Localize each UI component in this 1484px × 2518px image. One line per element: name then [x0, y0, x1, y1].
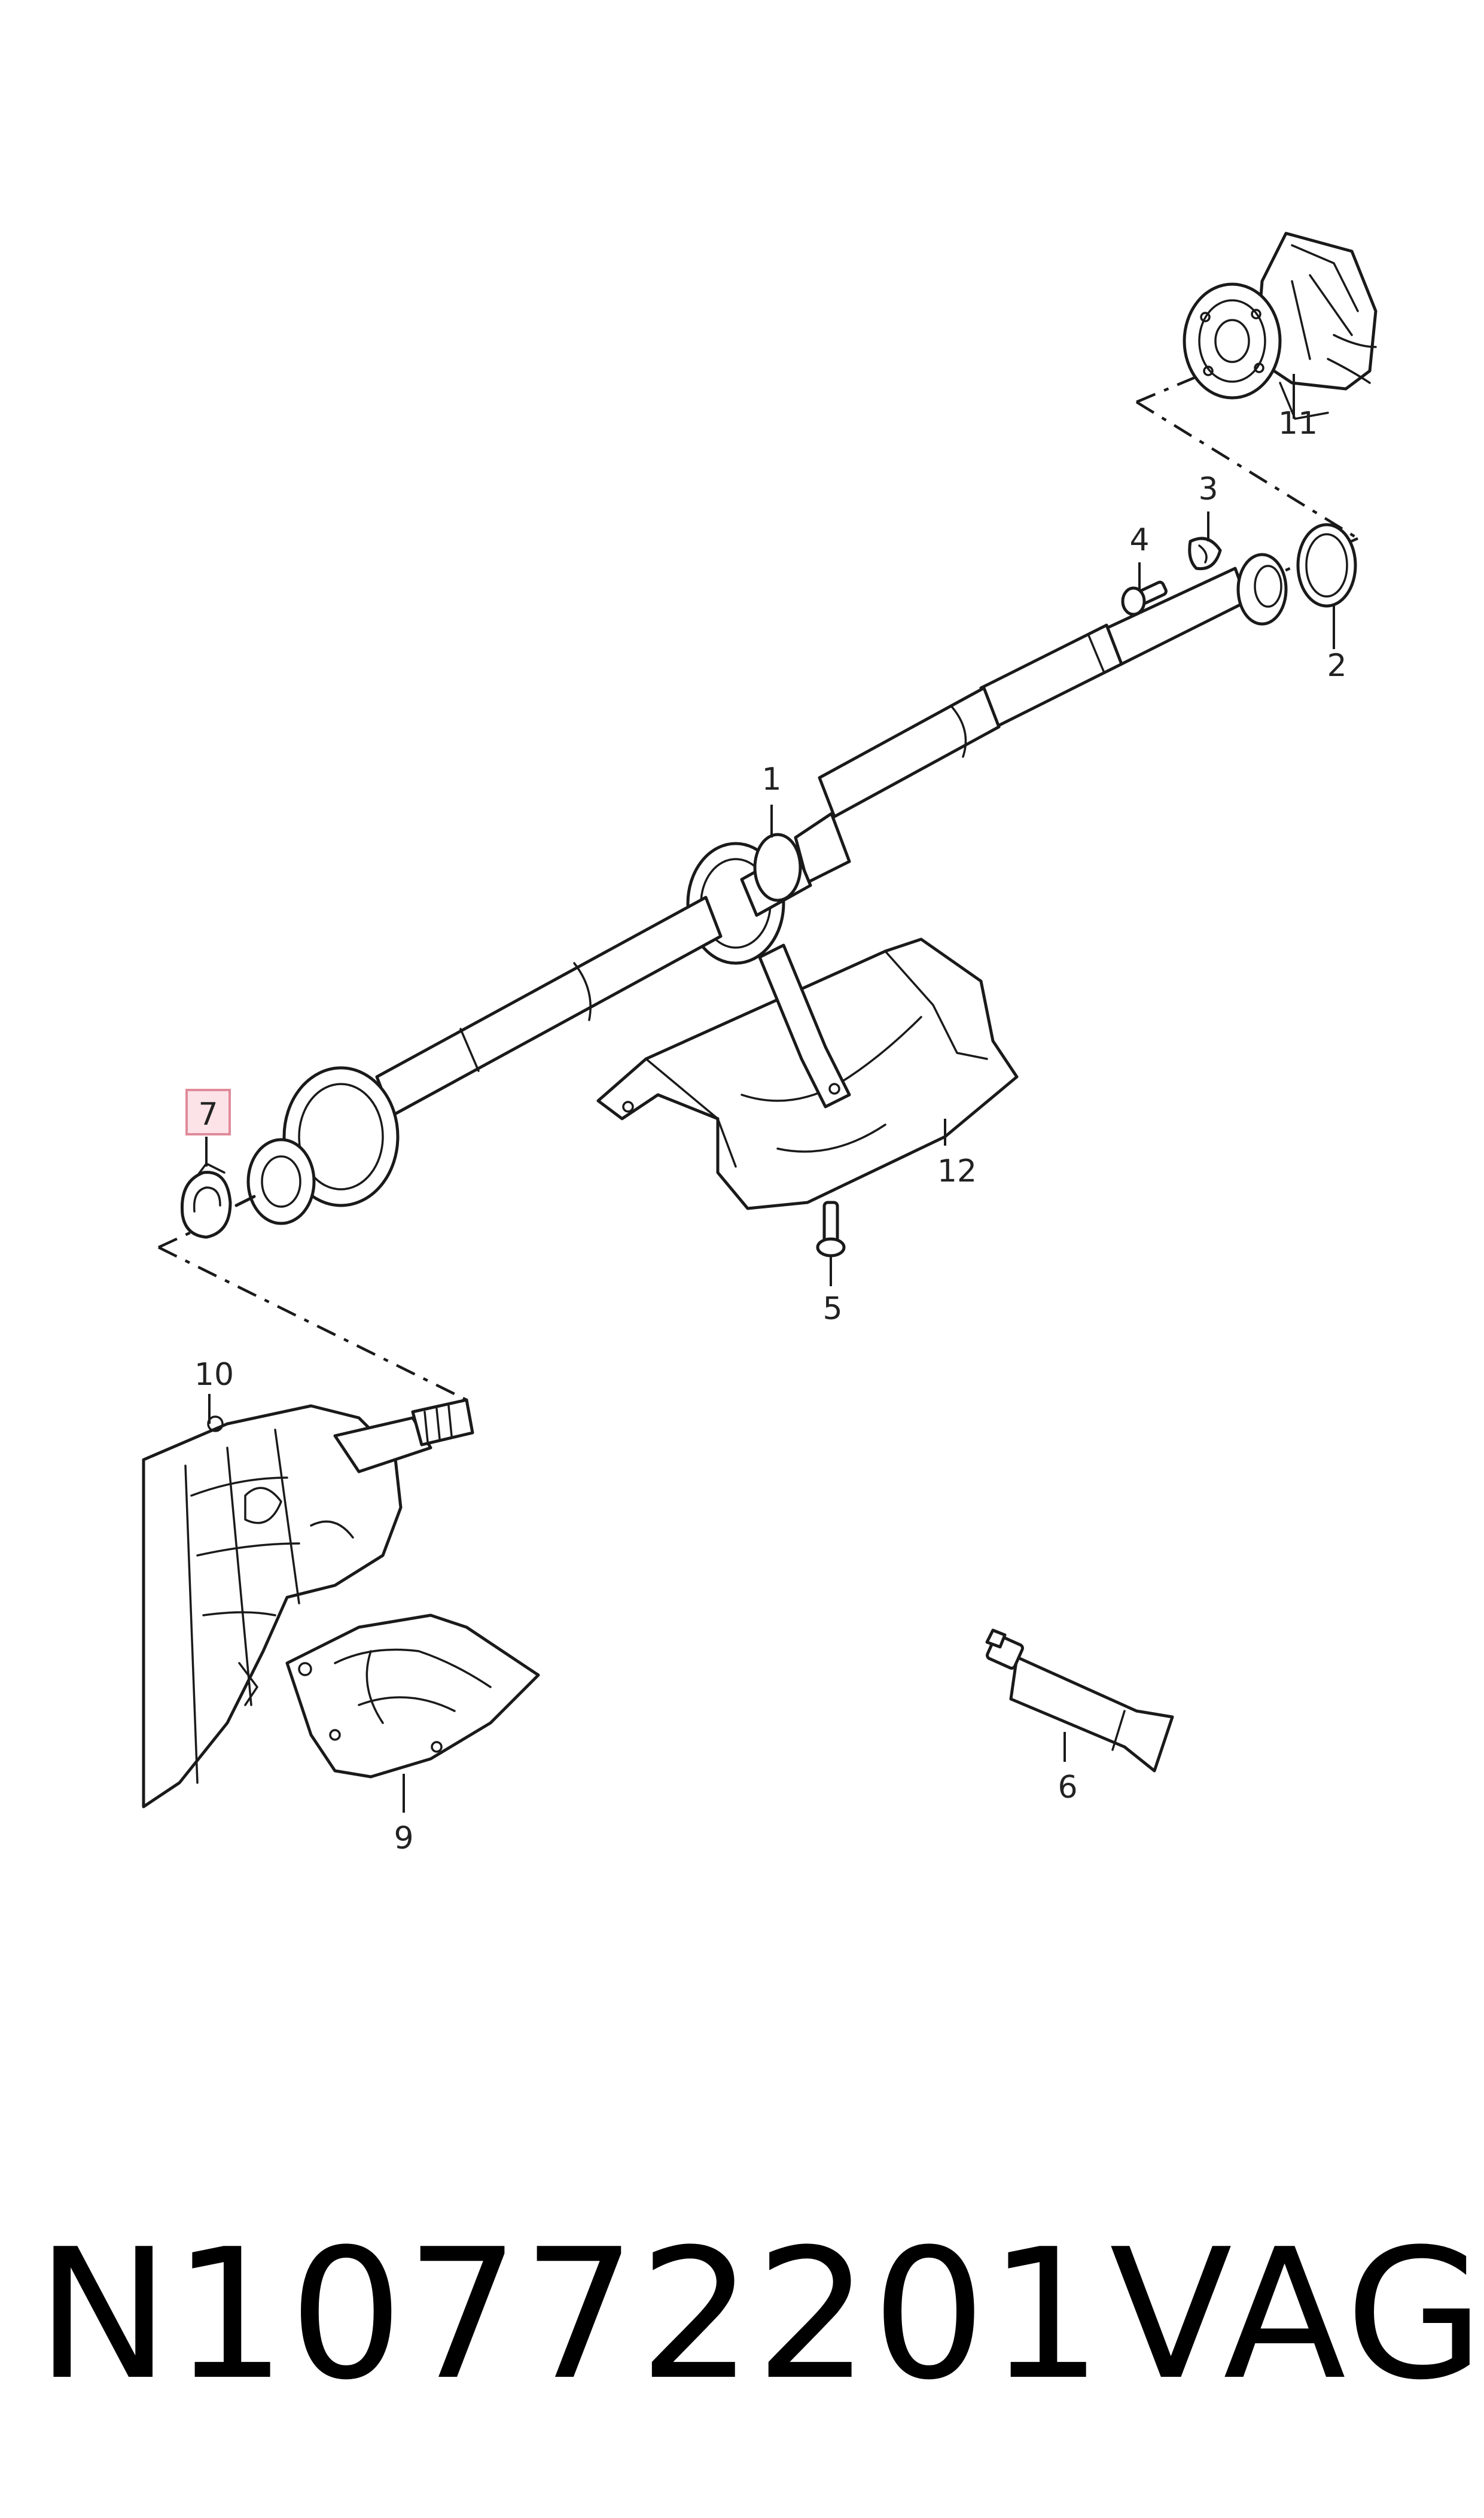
callout-7-highlight-box	[185, 1089, 231, 1135]
callout-7[interactable]: 7	[198, 1097, 218, 1132]
lock-plate	[1188, 537, 1222, 571]
callout-9[interactable]: 9	[394, 1820, 413, 1856]
callout-6[interactable]: 6	[1058, 1770, 1077, 1805]
center-bracket	[758, 943, 851, 1109]
callout-labels: 11 3 4 1 2 12 5 10 9 6 7	[185, 406, 1347, 1856]
callout-5[interactable]: 5	[822, 1291, 842, 1327]
leader-lines	[205, 374, 1335, 1813]
callout-11[interactable]: 11	[1278, 406, 1318, 442]
transmission-shield	[285, 1613, 540, 1779]
bolt-5	[816, 1201, 846, 1258]
transmission	[142, 1398, 474, 1808]
callout-10[interactable]: 10	[194, 1357, 234, 1393]
callout-2[interactable]: 2	[1327, 648, 1346, 684]
rear-differential	[1183, 232, 1378, 420]
part-number: N10772201	[36, 2211, 1105, 2419]
drive-shaft	[234, 553, 1288, 1225]
callout-3[interactable]: 3	[1198, 471, 1218, 507]
bolt-4	[1121, 580, 1168, 616]
clamp-ring[interactable]	[180, 1162, 232, 1239]
callout-12[interactable]: 12	[937, 1153, 977, 1189]
callout-1[interactable]: 1	[761, 762, 781, 797]
gasket	[1296, 523, 1357, 608]
callout-4[interactable]: 4	[1129, 522, 1149, 558]
brand-name: VAG	[1110, 2211, 1484, 2419]
grease-tube	[985, 1628, 1174, 1773]
